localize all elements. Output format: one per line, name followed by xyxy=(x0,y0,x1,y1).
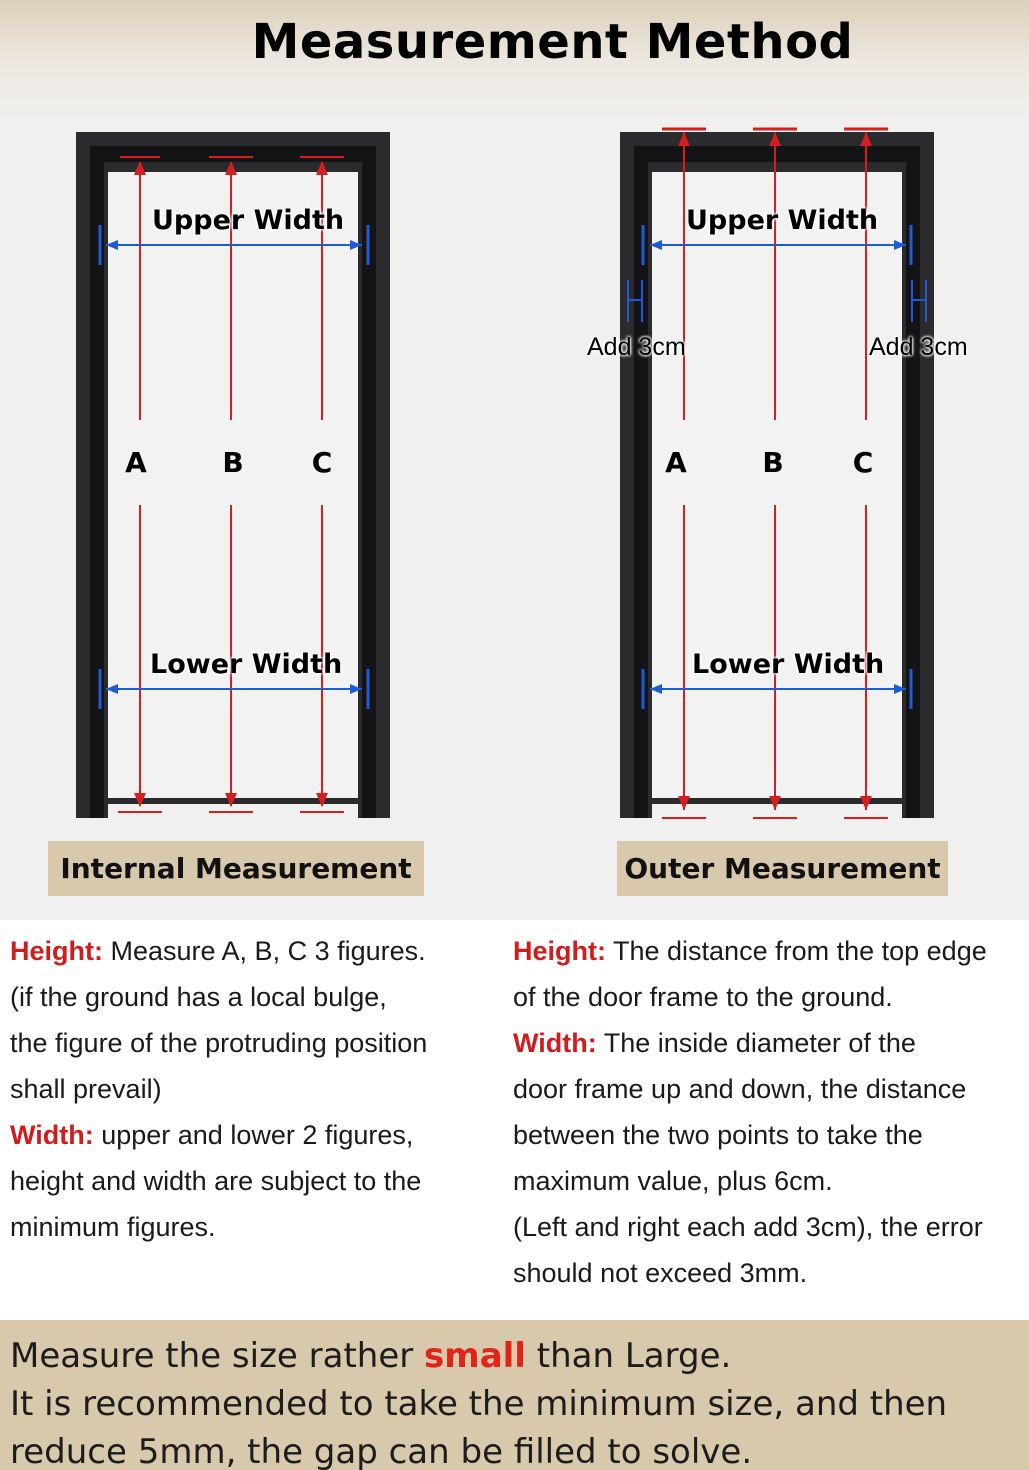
outer-measurement-tag: Outer Measurement xyxy=(617,841,948,896)
internal-door-frame xyxy=(76,132,390,818)
outer-lower-width-label: Lower Width xyxy=(692,649,885,680)
internal-height-line-1: Height: Measure A, B, C 3 figures. xyxy=(10,928,500,974)
internal-width-line-2: height and width are subject to the xyxy=(10,1166,422,1196)
internal-lower-width-label: Lower Width xyxy=(150,649,343,680)
internal-height-lines xyxy=(118,156,344,813)
internal-letter-a: A xyxy=(125,446,147,479)
internal-width-text: upper and lower 2 figures, xyxy=(93,1120,414,1150)
outer-height-text: The distance from the top edge xyxy=(605,936,987,966)
internal-height-text: Measure A, B, C 3 figures. xyxy=(102,936,426,966)
internal-height-lead: Height: xyxy=(10,936,103,966)
outer-height-line-2: of the door frame to the ground. xyxy=(513,982,893,1012)
outer-description: Height: The distance from the top edge o… xyxy=(513,928,1025,1296)
outer-door-frame xyxy=(620,132,934,818)
outer-width-line-3: between the two points to take the xyxy=(513,1120,923,1150)
outer-width-line-4: maximum value, plus 6cm. xyxy=(513,1166,833,1196)
footer-note: Measure the size rather small than Large… xyxy=(0,1320,1029,1470)
outer-width-lines xyxy=(641,225,913,709)
outer-width-line-5: (Left and right each add 3cm), the error xyxy=(513,1212,983,1242)
internal-height-line-4: shall prevail) xyxy=(10,1074,162,1104)
internal-width-lead: Width: xyxy=(10,1120,94,1150)
outer-width-line-2: door frame up and down, the distance xyxy=(513,1074,967,1104)
internal-width-line-3: minimum figures. xyxy=(10,1212,216,1242)
outer-letter-b: B xyxy=(762,446,784,479)
footer-line-1: Measure the size rather small than Large… xyxy=(10,1332,731,1380)
outer-letter-c: C xyxy=(852,446,874,479)
page-title: Measurement Method xyxy=(251,14,854,70)
add-3cm-markers xyxy=(627,280,927,322)
outer-width-lead: Width: xyxy=(513,1028,597,1058)
internal-height-line-2: (if the ground has a local bulge, xyxy=(10,982,387,1012)
internal-height-line-3: the figure of the protruding position xyxy=(10,1028,428,1058)
outer-letter-a: A xyxy=(665,446,687,479)
footer-line-1-pre: Measure the size rather xyxy=(10,1336,425,1376)
outer-width-text: The inside diameter of the xyxy=(596,1028,916,1058)
internal-letter-b: B xyxy=(222,446,244,479)
door-diagrams xyxy=(76,127,934,819)
internal-measurement-tag: Internal Measurement xyxy=(48,841,424,896)
internal-width-line-1: Width: upper and lower 2 figures, xyxy=(10,1112,500,1158)
footer-highlight: small xyxy=(424,1336,526,1376)
footer-line-3: reduce 5mm, the gap can be filled to sol… xyxy=(10,1432,753,1470)
internal-letter-c: C xyxy=(311,446,333,479)
outer-width-line-1: Width: The inside diameter of the xyxy=(513,1020,1025,1066)
internal-upper-width-label: Upper Width xyxy=(152,205,345,236)
outer-add-right-label: Add 3cm xyxy=(869,333,968,361)
outer-height-lines xyxy=(662,127,888,819)
outer-height-lead: Height: xyxy=(513,936,606,966)
outer-add-left-label: Add 3cm xyxy=(587,333,686,361)
internal-description: Height: Measure A, B, C 3 figures. (if t… xyxy=(10,928,500,1250)
outer-upper-width-label: Upper Width xyxy=(686,205,879,236)
outer-width-line-6: should not exceed 3mm. xyxy=(513,1258,808,1288)
outer-height-line-1: Height: The distance from the top edge xyxy=(513,928,1025,974)
internal-width-lines xyxy=(98,225,370,709)
footer-line-1-post: than Large. xyxy=(525,1336,732,1376)
footer-line-2: It is recommended to take the minimum si… xyxy=(10,1384,948,1424)
